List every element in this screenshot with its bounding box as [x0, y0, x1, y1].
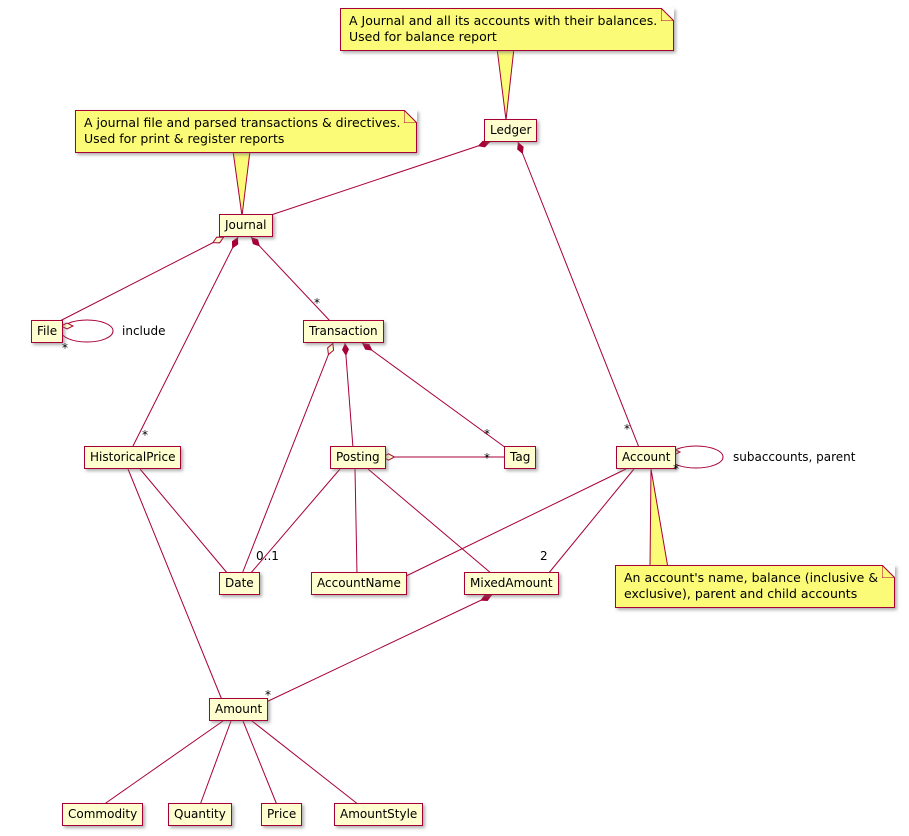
note-fold-icon	[882, 565, 896, 578]
note-journal-text: A journal file and parsed transactions &…	[84, 115, 401, 146]
label-tag-multiplicity-upper: *	[484, 427, 490, 441]
class-posting: Posting	[330, 446, 386, 469]
class-quantity: Quantity	[168, 803, 232, 826]
edge-amount-quantity	[199, 720, 232, 806]
label-include: include	[122, 324, 166, 338]
edge-posting-mixedamount	[367, 468, 493, 575]
label-account-multiplicity: *	[624, 422, 630, 436]
note-fold-icon	[661, 8, 675, 21]
class-accountname: AccountName	[311, 572, 407, 595]
edge-journal-historicalprice	[131, 236, 239, 449]
note-account-text: An account's name, balance (inclusive & …	[624, 570, 879, 601]
label-subaccounts-parent: subaccounts, parent	[733, 450, 856, 464]
label-transaction-multiplicity: *	[314, 296, 320, 310]
edge-transaction-posting	[342, 342, 354, 449]
class-amountstyle: AmountStyle	[334, 803, 424, 826]
edge-account-accountname	[401, 468, 627, 579]
class-commodity: Commodity	[62, 803, 144, 826]
class-historicalprice: HistoricalPrice	[84, 446, 182, 469]
edge-amount-commodity	[102, 720, 224, 806]
note-ledger: A Journal and all its accounts with thei…	[340, 8, 675, 51]
label-file-multiplicity: *	[62, 341, 68, 355]
class-transaction: Transaction	[303, 320, 384, 343]
label-historicalprice-multiplicity: *	[142, 428, 148, 442]
class-file: File	[31, 320, 64, 343]
note-pointer-journal	[232, 150, 251, 217]
edge-historicalprice-date	[139, 468, 229, 575]
edge-posting-accountname	[354, 468, 358, 575]
note-pointer-ledger	[496, 47, 515, 121]
edge-journal-transaction	[250, 236, 332, 323]
edge-ledger-journal	[261, 140, 491, 219]
note-account: An account's name, balance (inclusive & …	[615, 565, 896, 608]
edge-ledger-account	[517, 141, 641, 451]
class-price: Price	[261, 803, 303, 826]
edge-mixedamount-amount	[261, 594, 493, 705]
edge-transaction-tag	[361, 342, 507, 449]
note-pointer-account	[649, 468, 669, 569]
edge-journal-file	[55, 236, 224, 324]
loop-file-diamond	[59, 322, 75, 330]
edge-posting-date	[249, 468, 341, 575]
class-account: Account	[616, 446, 677, 469]
label-date-multiplicity: 0..1	[256, 549, 279, 563]
label-tag-multiplicity-lower: *	[484, 451, 490, 465]
edge-amount-amountstyle	[251, 720, 360, 806]
class-date: Date	[219, 572, 260, 595]
class-mixedamount: MixedAmount	[464, 572, 559, 595]
label-account-loop-multiplicity: *	[673, 462, 679, 476]
edge-historicalprice-amount	[127, 468, 223, 701]
label-amount-multiplicity: *	[265, 688, 271, 702]
note-journal: A journal file and parsed transactions &…	[75, 110, 418, 153]
label-mixedamount-multiplicity: 2	[540, 549, 548, 563]
edge-account-mixedamount	[547, 468, 635, 575]
class-ledger: Ledger	[484, 119, 538, 142]
note-ledger-text: A Journal and all its accounts with thei…	[349, 13, 658, 44]
note-fold-icon	[404, 110, 418, 123]
class-tag: Tag	[504, 446, 537, 469]
class-amount: Amount	[209, 698, 269, 721]
edge-transaction-date	[241, 343, 333, 575]
class-journal: Journal	[219, 214, 273, 237]
edge-amount-price	[242, 720, 278, 806]
loop-file-include	[60, 319, 114, 343]
